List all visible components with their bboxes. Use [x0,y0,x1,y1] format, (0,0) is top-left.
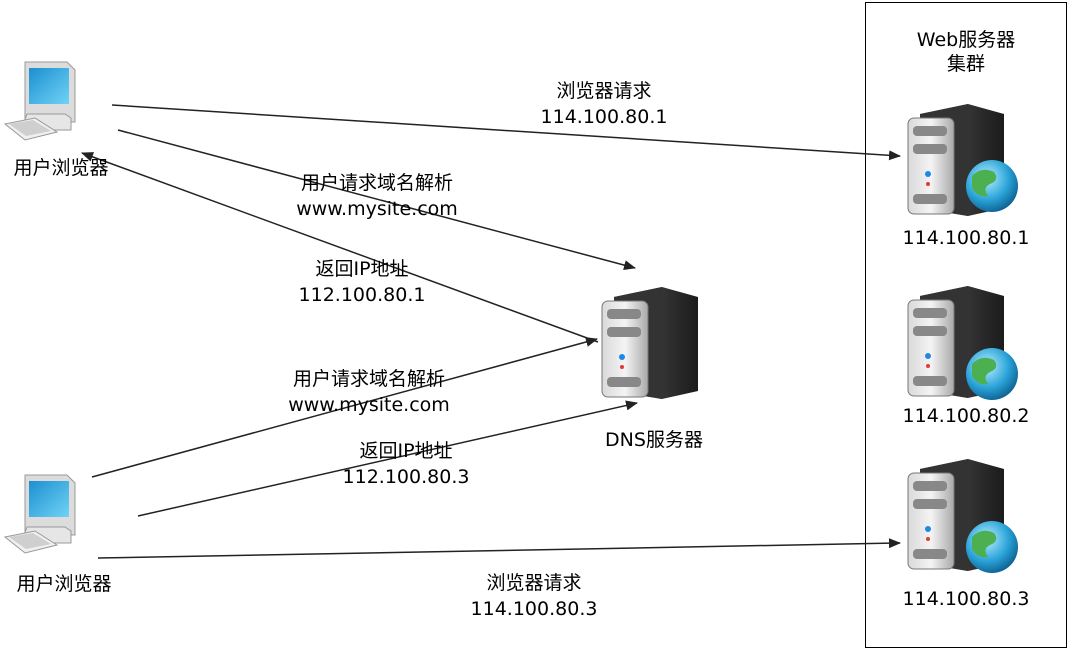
web-server-icon-1 [907,103,1018,217]
web-server-icon-3 [907,458,1018,573]
label-bottom-dns-query-line1: 用户请求域名解析 [292,368,445,390]
label-bottom-dns-query: 用户请求域名解析 www.mysite.com [254,366,484,418]
arrow-top-browser-request [111,104,901,161]
label-bottom-dns-reply-line1: 返回IP地址 [359,440,453,462]
label-bottom-browser-request: 浏览器请求 114.100.80.3 [434,570,634,622]
dns-server-label: DNS服务器 [605,429,703,451]
label-bottom-dns-query-line2: www.mysite.com [288,394,450,416]
label-bottom-browser-request-line1: 浏览器请求 [486,572,582,594]
label-top-dns-query-line1: 用户请求域名解析 [300,172,453,194]
label-bottom-dns-reply: 返回IP地址 112.100.80.3 [316,438,496,490]
cluster-title: Web服务器 集群 [880,28,1052,76]
web-server-ip-3: 114.100.80.3 [902,588,1030,610]
web-server-cluster-box [865,2,1067,648]
label-top-dns-reply: 返回IP地址 112.100.80.1 [272,256,452,308]
label-top-dns-query-line2: www.mysite.com [296,198,458,220]
label-top-browser-request-line1: 浏览器请求 [556,80,652,102]
client-label-bottom: 用户浏览器 [16,573,112,595]
label-top-dns-reply-line2: 112.100.80.1 [298,284,426,306]
arrow-top-dns-query [117,129,636,270]
cluster-title-line1: Web服务器 [916,29,1016,51]
dns-server-icon [601,286,699,400]
arrow-bottom-browser-request [97,538,901,559]
arrows [81,104,901,559]
arrow-bottom-dns-reply [137,400,638,517]
arrow-bottom-dns-query [91,337,598,478]
label-top-browser-request-line2: 114.100.80.1 [540,106,668,128]
client-computer-icon-bottom [4,474,76,554]
arrow-top-dns-reply [81,152,599,343]
label-bottom-browser-request-line2: 114.100.80.3 [470,598,598,620]
client-label-top: 用户浏览器 [13,157,109,179]
web-server-ip-2: 114.100.80.2 [902,405,1030,427]
client-computer-icon-top [4,61,76,141]
web-server-ip-1: 114.100.80.1 [902,227,1030,249]
label-top-browser-request: 浏览器请求 114.100.80.1 [504,78,704,130]
label-top-dns-query: 用户请求域名解析 www.mysite.com [262,170,492,222]
web-server-icon-2 [907,285,1018,400]
label-bottom-dns-reply-line2: 112.100.80.3 [342,466,470,488]
cluster-title-line2: 集群 [946,53,985,75]
label-top-dns-reply-line1: 返回IP地址 [315,258,409,280]
